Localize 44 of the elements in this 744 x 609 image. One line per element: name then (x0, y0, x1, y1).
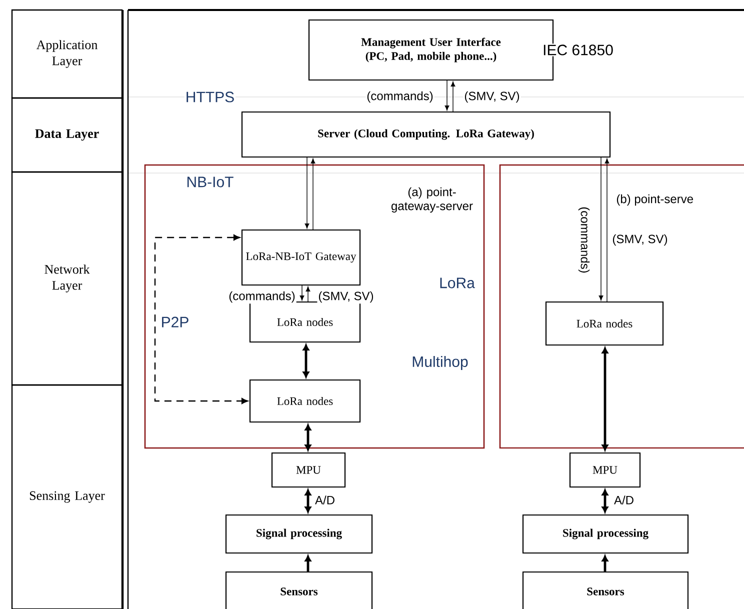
process-box: LoRa nodes (249, 379, 361, 423)
edge-label: A/D (613, 494, 635, 506)
arrow (598, 157, 604, 300)
arrow (450, 82, 456, 112)
arrow (310, 158, 316, 230)
edge-label: (SMV, SV) (317, 290, 375, 304)
arrow (444, 80, 450, 110)
edge-label: (SMV, SV) (611, 233, 669, 247)
arrow (300, 285, 304, 300)
process-box: Signal processing (225, 514, 373, 554)
annotation-text: NB-IoT (185, 176, 235, 188)
arrow (304, 555, 312, 572)
edge-label: (SMV, SV) (463, 90, 521, 104)
process-box: LoRa nodes (545, 301, 664, 346)
process-box: Signal processing (522, 514, 689, 554)
layer-cell: Network Layer (11, 171, 123, 386)
process-box: MPU (271, 452, 346, 488)
arrow (304, 489, 312, 513)
process-box: Sensors (522, 571, 689, 609)
process-box: Server (Cloud Computing. LoRa Gateway) (241, 111, 611, 158)
process-box: LoRa-NB-IoT Gateway (241, 229, 361, 286)
edge-label: (commands) (577, 206, 591, 274)
edge-label: P2P (160, 316, 190, 328)
annotation-text: Multihop (410, 355, 470, 371)
arrow (602, 347, 608, 451)
layer-cell: Sensing Layer (11, 384, 123, 609)
annotation-text: IEC 61850 (542, 44, 614, 56)
process-box: Sensors (225, 571, 373, 609)
edge-label: (commands) (228, 290, 296, 304)
layer-cell: Data Layer (11, 97, 123, 173)
arrow (306, 286, 310, 302)
process-box: MPU (569, 452, 641, 488)
arrow (604, 158, 610, 302)
annotation-text: HTTPS (184, 90, 236, 104)
layer-cell: Application Layer (11, 9, 123, 99)
arrow (304, 157, 310, 228)
dashed-arrow (154, 234, 248, 404)
arrow (602, 555, 608, 572)
edge-label: (commands) (366, 90, 434, 104)
arrow (304, 424, 312, 451)
edge-label: A/D (314, 494, 336, 506)
arrow (302, 344, 310, 378)
annotation-text: LoRa (438, 276, 476, 290)
arrow (602, 489, 608, 513)
